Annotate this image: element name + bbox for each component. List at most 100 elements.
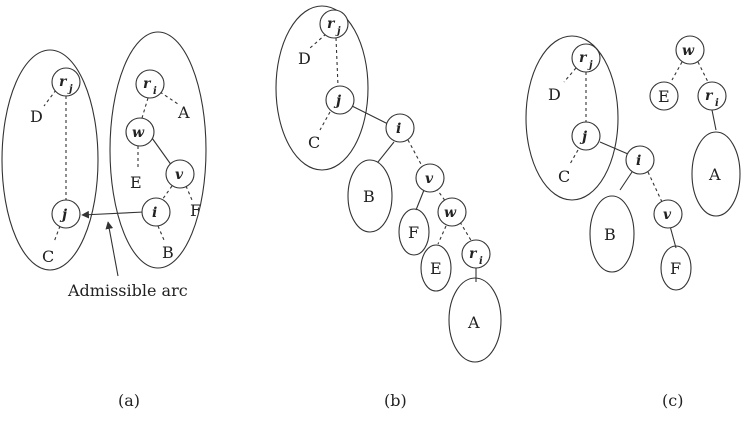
subtree-E-b [420, 244, 452, 292]
subtree-A-c [691, 131, 741, 217]
node-i-b [385, 113, 415, 143]
leaf-E-a: E [130, 173, 142, 192]
node-w-a-label: w [132, 125, 145, 141]
node-rj-b-sub: j [335, 26, 341, 37]
edge-j-i-b [351, 105, 389, 125]
node-ri-c [697, 81, 727, 111]
panel-a: r j j r i w v i D C A E F B Admissible a… [1, 31, 207, 300]
edge-w-v-a [151, 137, 173, 167]
node-j-c [571, 121, 601, 151]
node-rj-c [571, 43, 601, 73]
edge-w-ri-c [697, 61, 709, 83]
node-w-b [437, 197, 467, 227]
leaf-F-b: F [408, 223, 419, 242]
annotation-pointer [105, 221, 119, 277]
node-v-c [653, 199, 683, 229]
node-rj-c-label: r [579, 50, 588, 66]
leaf-B-a: B [162, 243, 174, 262]
edge-w-E-b [437, 225, 447, 245]
leaf-F-c: F [670, 259, 681, 278]
edge-i-B-a [157, 225, 165, 241]
node-rj-a-sub: j [67, 84, 73, 95]
edge-j-C-b [319, 111, 331, 131]
subtree-F-c [660, 245, 692, 291]
node-w-c [675, 35, 705, 65]
node-i-a-label: i [152, 205, 157, 221]
subtree-B-b [347, 159, 393, 233]
leaf-C-b: C [308, 133, 320, 152]
leaf-A-a: A [177, 103, 190, 122]
group-right-a [109, 31, 207, 269]
node-rj-b-label: r [327, 16, 336, 32]
node-v-a-label: v [175, 167, 184, 183]
edge-v-F-c [669, 225, 677, 249]
admissible-arc [81, 210, 145, 219]
node-ri-b-label: r [469, 246, 478, 262]
node-ri-b [461, 239, 491, 269]
node-w-c-label: w [682, 43, 695, 59]
edge-j-C-c [569, 149, 579, 165]
node-ri-c-sub: i [715, 98, 719, 109]
node-ri-b-sub: i [479, 256, 483, 267]
node-ri-c-label: r [705, 88, 714, 104]
edge-rj-j-b [335, 37, 339, 87]
node-w-a [125, 117, 155, 147]
node-j-c-label: j [579, 129, 587, 145]
panel-b: r j j i v w r i D C B F E A [275, 5, 502, 363]
leaf-B-b: B [363, 187, 375, 206]
edge-v-F-a [185, 185, 193, 201]
node-ri-a [135, 69, 165, 99]
panel-c: r j j i v w E r i D C B F A [525, 35, 741, 291]
leaf-E-c: E [658, 87, 670, 106]
subtree-B-c [589, 195, 635, 273]
node-rj-c-sub: j [587, 60, 593, 71]
node-v-b [415, 163, 445, 193]
caption-a: (a) [118, 391, 140, 410]
edge-i-B-b [377, 141, 395, 163]
subtree-F-b [398, 208, 430, 256]
leaf-C-c: C [558, 167, 570, 186]
leaf-E-b: E [430, 259, 442, 278]
node-ri-a-sub: i [153, 86, 157, 97]
node-v-a [165, 159, 195, 189]
node-i-b-label: i [396, 121, 401, 137]
node-j-a [51, 199, 81, 229]
node-j-b-label: j [333, 93, 341, 109]
edge-i-v-b [407, 139, 423, 167]
edge-rj-D-a [43, 89, 57, 107]
leaf-D-c: D [548, 85, 561, 104]
caption-b: (b) [384, 391, 407, 410]
group-top-b [275, 5, 369, 171]
edge-v-i-a [161, 185, 173, 201]
node-i-c-label: i [636, 153, 641, 169]
leaf-D-a: D [30, 107, 43, 126]
node-i-c [625, 145, 655, 175]
node-i-a [141, 197, 171, 227]
leaf-B-c: B [604, 225, 616, 244]
admissible-arc-label: Admissible arc [67, 281, 188, 300]
edge-ri-A-c [711, 109, 717, 131]
leaf-A-b: A [467, 313, 480, 332]
edge-w-ri-b [459, 221, 473, 243]
node-v-b-label: v [425, 171, 434, 187]
edge-w-E-c [671, 61, 683, 81]
edge-rj-D-b [309, 33, 327, 49]
edge-j-C-a [53, 225, 61, 243]
node-rj-a-label: r [59, 74, 68, 90]
group-left-a [1, 49, 99, 271]
node-rj-b [319, 9, 349, 39]
caption-c: (c) [662, 391, 683, 410]
leaf-D-b: D [298, 49, 311, 68]
node-w-b-label: w [444, 205, 457, 221]
node-j-a-label: j [59, 207, 67, 223]
edge-i-v-c [647, 171, 663, 203]
edge-rj-D-c [563, 67, 577, 83]
edge-ri-A-a [159, 91, 179, 105]
leaf-C-a: C [42, 247, 54, 266]
edge-j-i-c [599, 141, 629, 155]
edge-v-F-b [415, 189, 425, 211]
leaf-A-c: A [708, 165, 721, 184]
node-j-b [325, 85, 355, 115]
edge-ri-w-a [141, 97, 149, 119]
